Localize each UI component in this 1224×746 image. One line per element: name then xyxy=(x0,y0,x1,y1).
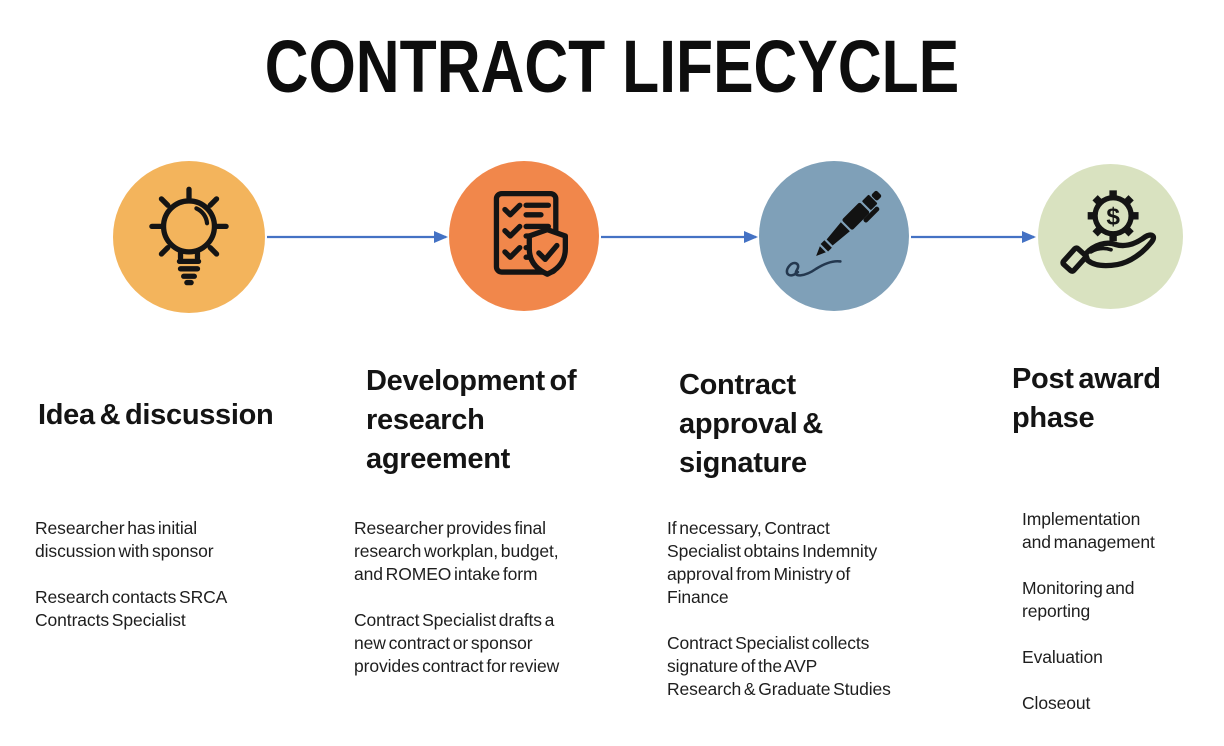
stage-circle-development xyxy=(449,161,599,311)
stage-title-approval: Contract approval & signature xyxy=(679,369,823,479)
stage-title-development: Development of research agreement xyxy=(366,365,577,475)
stage-details-development: Researcher provides final research workp… xyxy=(354,517,644,701)
stage-paragraph: Contract Specialist drafts a new contrac… xyxy=(354,610,560,676)
page-title: CONTRACT LIFECYCLE xyxy=(264,25,960,108)
stage-paragraph: Researcher has initial discussion with s… xyxy=(35,518,214,561)
checklist-shield-icon xyxy=(493,190,568,277)
stage-details-post-award: Implementation and management Monitoring… xyxy=(1022,508,1217,738)
gear-hand-icon: $ xyxy=(1059,189,1156,274)
stage-circle-post-award: $ xyxy=(1038,164,1183,309)
stage-circle-idea xyxy=(113,161,265,313)
stage-paragraph: If necessary, Contract Specialist obtain… xyxy=(667,518,878,607)
stage-paragraph: Evaluation xyxy=(1022,647,1103,667)
stage-paragraph: Contract Specialist collects signature o… xyxy=(667,633,891,699)
stage-title-idea: Idea & discussion xyxy=(38,399,274,431)
lightbulb-icon xyxy=(149,186,229,286)
svg-text:$: $ xyxy=(1106,203,1120,230)
stage-paragraph: Implementation and management xyxy=(1022,509,1155,552)
pen-signature-icon xyxy=(785,190,882,277)
stage-paragraph: Research contacts SRCA Contracts Special… xyxy=(35,587,228,630)
stage-title-post-award: Post award phase xyxy=(1012,363,1161,434)
stage-paragraph: Monitoring and reporting xyxy=(1022,578,1135,621)
stage-details-approval: If necessary, Contract Specialist obtain… xyxy=(667,517,967,724)
stage-paragraph: Closeout xyxy=(1022,693,1091,713)
stage-circle-approval xyxy=(759,161,909,311)
signature-squiggle xyxy=(785,259,842,277)
stage-details-idea: Researcher has initial discussion with s… xyxy=(35,517,300,655)
stage-paragraph: Researcher provides final research workp… xyxy=(354,518,559,584)
